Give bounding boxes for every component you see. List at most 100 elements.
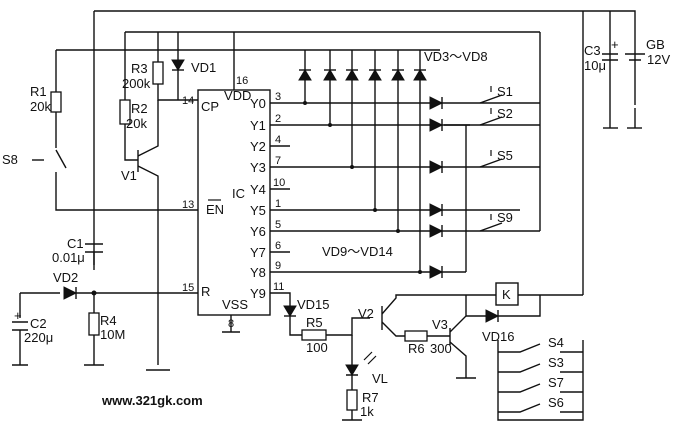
r3-resistor bbox=[152, 61, 164, 85]
vd3-vd8-label: VD3～VD8 bbox=[424, 49, 488, 64]
r7-name: R7 bbox=[362, 390, 379, 405]
vd16-label: VD16 bbox=[482, 329, 515, 344]
r5-resistor bbox=[301, 329, 327, 341]
c2-value: 220μ bbox=[24, 330, 53, 345]
r3-name: R3 bbox=[131, 61, 148, 76]
en-pin: 13 bbox=[182, 199, 194, 211]
vdd-pin: 16 bbox=[236, 75, 248, 87]
r3-value: 200k bbox=[122, 76, 151, 91]
vd3-vd8-array bbox=[298, 50, 427, 274]
y4: Y4 bbox=[250, 182, 266, 197]
v1-label: V1 bbox=[121, 168, 137, 183]
ic-output-lines bbox=[270, 102, 520, 306]
c3-value: 10μ bbox=[584, 58, 606, 73]
r1-resistor bbox=[50, 91, 62, 113]
supply-cap-battery bbox=[602, 53, 645, 61]
gb-value: 12V bbox=[647, 52, 670, 67]
vd1-label: VD1 bbox=[191, 60, 216, 75]
power-rails bbox=[56, 10, 642, 295]
y8: Y8 bbox=[250, 265, 266, 280]
y7: Y7 bbox=[250, 245, 266, 260]
r2-name: R2 bbox=[131, 101, 148, 116]
switch-bank-right bbox=[479, 32, 541, 232]
r2-value: 20k bbox=[126, 116, 147, 131]
vd9-vd14-array bbox=[429, 96, 470, 279]
driver-stage bbox=[283, 282, 583, 421]
ic-cp: CP bbox=[201, 99, 219, 114]
r6-resistor bbox=[404, 330, 428, 342]
y9-pin: 11 bbox=[273, 281, 284, 293]
r7-value: 1k bbox=[360, 404, 374, 419]
vss-pin: 8 bbox=[228, 318, 234, 330]
switch-bank-bottom bbox=[497, 340, 584, 421]
s9-label: S9 bbox=[497, 210, 513, 225]
s8-label: S8 bbox=[2, 152, 18, 167]
s2-label: S2 bbox=[497, 106, 513, 121]
s4-label: S4 bbox=[548, 335, 564, 350]
s7-label: S7 bbox=[548, 375, 564, 390]
c1-name: C1 bbox=[67, 236, 84, 251]
y8-pin: 9 bbox=[275, 260, 281, 272]
gb-name: GB bbox=[646, 37, 665, 52]
r5-value: 100 bbox=[306, 340, 328, 355]
ic-vdd: VDD bbox=[224, 88, 251, 103]
s3-label: S3 bbox=[548, 355, 564, 370]
c1-value: 0.01μ bbox=[52, 250, 85, 265]
y7-pin: 6 bbox=[275, 240, 281, 252]
vd15-diode bbox=[283, 305, 297, 317]
y5-pin: 1 bbox=[275, 198, 281, 210]
y2-pin: 4 bbox=[275, 134, 281, 146]
vd2-label: VD2 bbox=[53, 270, 78, 285]
vl-label: VL bbox=[372, 371, 388, 386]
r6-value: 300 bbox=[430, 341, 452, 356]
y3-pin: 7 bbox=[275, 155, 281, 167]
ic-body bbox=[197, 89, 271, 316]
y6-pin: 5 bbox=[275, 219, 281, 231]
vd2-diode bbox=[63, 286, 78, 300]
vd9-vd14-label: VD9～VD14 bbox=[322, 244, 393, 259]
vd16-diode bbox=[485, 309, 500, 323]
c3-name: C3 bbox=[584, 43, 601, 58]
r6-name: R6 bbox=[408, 341, 425, 356]
y3: Y3 bbox=[250, 160, 266, 175]
v3-label: V3 bbox=[432, 317, 448, 332]
s5-label: S5 bbox=[497, 148, 513, 163]
relay-k bbox=[495, 282, 519, 306]
y0: Y0 bbox=[250, 96, 266, 111]
y2: Y2 bbox=[250, 139, 266, 154]
ic-vss: VSS bbox=[222, 297, 248, 312]
vl-led bbox=[345, 364, 359, 376]
y9: Y9 bbox=[250, 286, 266, 301]
ic-r: R bbox=[201, 284, 210, 299]
relay-k-label: K bbox=[502, 287, 511, 302]
r4-name: R4 bbox=[100, 313, 117, 328]
v2-label: V2 bbox=[358, 306, 374, 321]
s1-label: S1 bbox=[497, 84, 513, 99]
vd15-label: VD15 bbox=[297, 297, 330, 312]
y6: Y6 bbox=[250, 224, 266, 239]
c3-plus: + bbox=[611, 37, 619, 52]
y1: Y1 bbox=[250, 118, 266, 133]
y1-pin: 2 bbox=[275, 113, 281, 125]
r4-value: 10M bbox=[100, 327, 125, 342]
cp-network bbox=[119, 48, 198, 371]
r1-s8-branch bbox=[32, 50, 198, 211]
ic-name: IC bbox=[232, 186, 245, 201]
r1-value: 20k bbox=[30, 99, 51, 114]
c2-plus: + bbox=[14, 308, 22, 323]
r5-name: R5 bbox=[306, 315, 323, 330]
y4-pin: 10 bbox=[273, 177, 285, 189]
y5: Y5 bbox=[250, 203, 266, 218]
r-pin: 15 bbox=[182, 282, 194, 294]
s6-label: S6 bbox=[548, 395, 564, 410]
c2-name: C2 bbox=[30, 316, 47, 331]
cp-pin: 14 bbox=[182, 95, 194, 107]
vd1-diode bbox=[171, 59, 185, 71]
reset-network bbox=[12, 243, 198, 366]
watermark: www.321gk.com bbox=[101, 393, 203, 408]
y0-pin: 3 bbox=[275, 91, 281, 103]
r7-resistor bbox=[346, 389, 358, 411]
r1-name: R1 bbox=[30, 84, 47, 99]
